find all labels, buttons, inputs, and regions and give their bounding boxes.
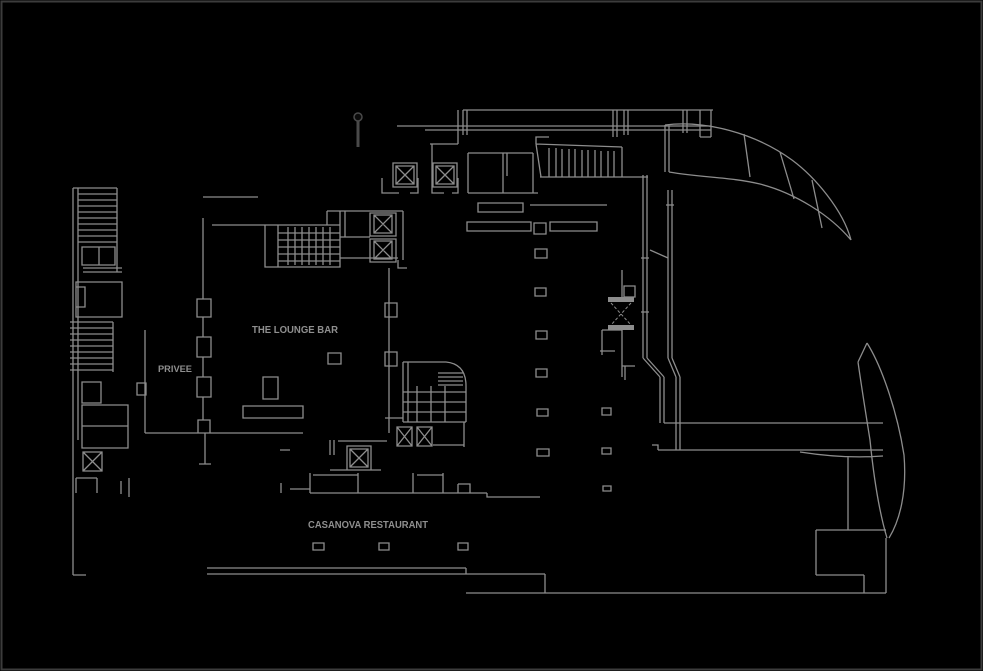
east-corridor-walls: [641, 175, 681, 450]
lounge-bar-walls: [136, 210, 407, 465]
north-staircase: [466, 136, 648, 232]
horn-canopy-wall: [664, 123, 852, 241]
door-swing-dashes: [610, 302, 632, 326]
flag-pin-icon: [353, 112, 363, 147]
door-leaf-top: [608, 297, 634, 302]
north-service-core: [381, 110, 459, 194]
southeast-terrace-walls: [466, 342, 906, 594]
column-grid: [533, 222, 612, 492]
door-leaf-bottom: [608, 325, 634, 330]
lounge-bar-label: THE LOUNGE BAR: [252, 324, 338, 336]
west-stair-tower: [70, 187, 258, 576]
central-escalator-block: [280, 361, 467, 493]
north-wall-band: [397, 109, 713, 138]
restaurant-walls: [207, 473, 546, 593]
privee-label: PRIVEE: [158, 364, 192, 375]
restaurant-label: CASANOVA RESTAURANT: [308, 519, 429, 531]
